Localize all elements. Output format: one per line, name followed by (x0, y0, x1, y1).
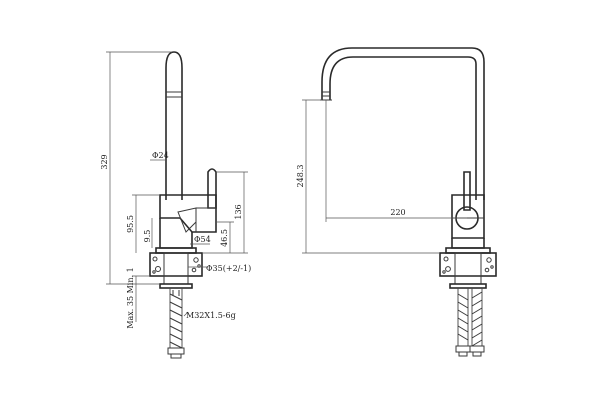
dim-body-diameter: Φ54 (194, 235, 211, 244)
dim-spout-height: 248.3 (296, 165, 305, 188)
dim-spout-reach: 220 (390, 208, 405, 217)
side-hoses (167, 288, 185, 359)
dim-body-height: 95.5 (126, 215, 135, 233)
side-spout-pipe (165, 51, 183, 200)
side-view: 329 Φ24 95.5 9.5 Φ54 136 46.5 Φ35(+2/-1)… (100, 51, 251, 359)
dim-thread: M32X1.5-6g (186, 311, 236, 320)
front-countertop (439, 252, 497, 277)
side-lever (207, 168, 217, 209)
front-hoses (455, 288, 485, 357)
front-view: 248.3 220 (296, 47, 497, 357)
front-spout (321, 47, 485, 200)
dim-base-offset: 9.5 (143, 230, 152, 243)
dim-counter-thickness: Max. 35 Min. 1 (126, 267, 135, 328)
dim-spout-diameter: Φ24 (152, 151, 169, 160)
front-lever (463, 171, 471, 211)
dim-lever-offset: 46.5 (220, 229, 229, 247)
side-countertop (149, 252, 203, 277)
dim-hole-diameter: Φ35(+2/-1) (206, 264, 251, 273)
dim-total-height: 329 (100, 154, 109, 169)
dim-lever-height: 136 (234, 204, 243, 219)
